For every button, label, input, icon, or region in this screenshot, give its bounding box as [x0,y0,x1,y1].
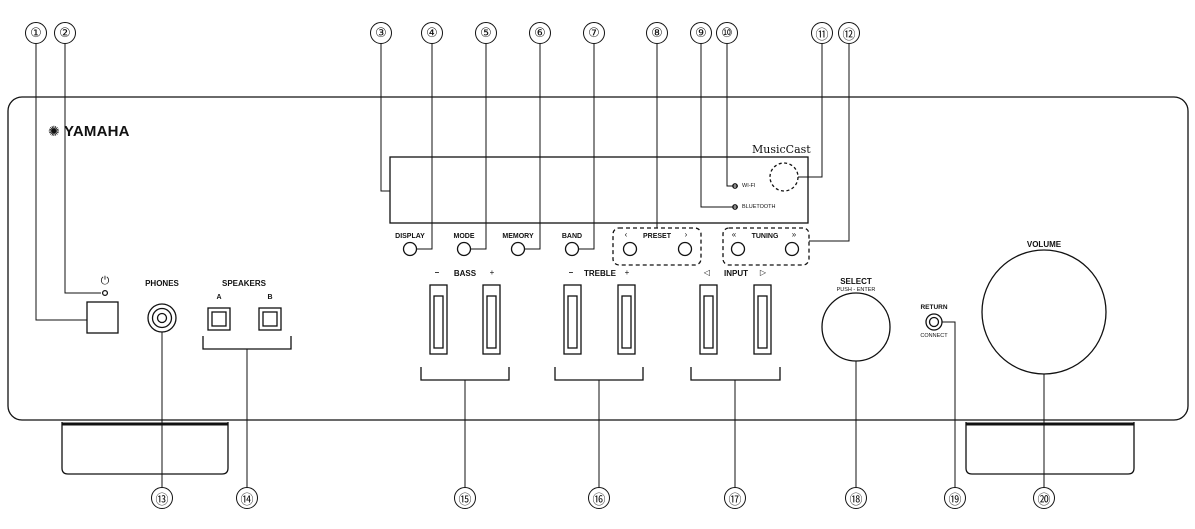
callout-19: ⑲ [944,487,966,509]
callout-8: ⑧ [646,22,668,44]
callout-1: ① [25,22,47,44]
display-button [402,241,418,257]
speakers-a-label: A [216,294,222,301]
treble-minus-label: – [568,268,574,277]
bass-plus-label: + [489,268,495,277]
bass-rockers [429,284,501,355]
foot-right [965,422,1135,475]
display-label: DISPLAY [395,233,425,240]
callout-17: ⑰ [724,487,746,509]
input-rockers [699,284,772,355]
callout-11: ⑪ [811,22,833,44]
band-label: BAND [561,233,583,240]
treble-label: TREBLE [584,269,616,278]
mode-button [456,241,472,257]
preset-prev-icon: ‹ [624,230,628,239]
callout-12: ⑫ [838,22,860,44]
callout-3: ③ [370,22,392,44]
callout-16: ⑯ [588,487,610,509]
preset-next-icon: › [684,230,688,239]
callout-15: ⑮ [454,487,476,509]
brand-name: YAMAHA [64,123,130,140]
push-enter-label: PUSH - ENTER [836,287,876,293]
input-next-icon: ▷ [759,268,767,277]
tuning-prev-icon: « [731,230,737,239]
mode-label: MODE [453,233,475,240]
speakers-b-button [258,307,282,331]
tuning-fork-logo-icon: ✺ [48,124,60,140]
callout-10: ⑩ [716,22,738,44]
tuning-next-icon: » [791,230,797,239]
preset-next-button [677,241,693,257]
return-button [925,313,943,331]
callout-6: ⑥ [529,22,551,44]
callout-2: ② [54,22,76,44]
tuning-next-button [784,241,800,257]
musiccast-logo: MusicCast [752,143,811,156]
yamaha-logo: ✺ YAMAHA [48,123,130,140]
callout-18: ⑱ [845,487,867,509]
musiccast-ring [769,162,799,192]
callout-7: ⑦ [583,22,605,44]
select-label: SELECT [840,277,872,286]
memory-label: MEMORY [502,233,534,240]
power-icon: ⏻ [100,274,110,287]
power-button [86,301,119,334]
treble-rockers [563,284,636,355]
select-knob [821,292,891,362]
memory-button [510,241,526,257]
band-button [564,241,580,257]
input-label: INPUT [724,269,748,278]
treble-plus-label: + [624,268,630,277]
speakers-a-button [207,307,231,331]
callout-9: ⑨ [690,22,712,44]
speakers-b-label: B [267,294,273,301]
tuning-group [722,227,810,266]
callout-13: ⑬ [151,487,173,509]
standby-indicator [101,289,109,297]
display-window [389,156,809,224]
connect-label: CONNECT [920,333,948,339]
foot-left [61,422,229,475]
callout-14: ⑭ [236,487,258,509]
callout-20: ⑳ [1033,487,1055,509]
phones-label: PHONES [145,279,179,288]
tuning-prev-button [730,241,746,257]
preset-prev-button [622,241,638,257]
chassis [7,96,1189,421]
volume-knob [981,249,1107,375]
bass-label: BASS [453,269,477,278]
callout-5: ⑤ [475,22,497,44]
input-prev-icon: ◁ [703,268,711,277]
volume-label: VOLUME [1026,240,1062,249]
tuning-label: TUNING [751,233,779,240]
bluetooth-label: BLUETOOTH [742,204,776,210]
wifi-label: WI-FI [742,183,756,189]
preset-label: PRESET [642,233,671,240]
return-label: RETURN [920,304,948,311]
bass-minus-label: – [434,268,440,277]
speakers-label: SPEAKERS [221,279,266,288]
callout-4: ④ [421,22,443,44]
